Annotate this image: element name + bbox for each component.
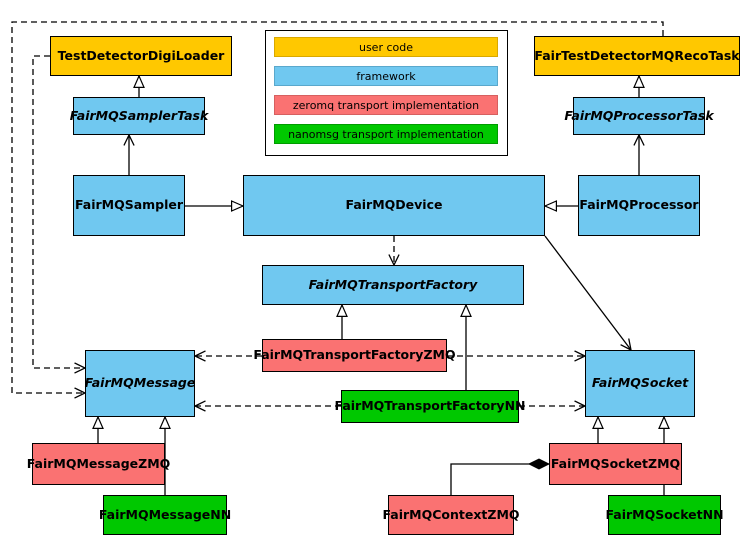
- class-node-label: FairMQSampler: [74, 197, 184, 213]
- class-node-label: FairMQMessageZMQ: [26, 455, 171, 471]
- legend-item-zmq: zeromq transport implementation: [274, 95, 498, 115]
- edge-recotask-message: [11, 21, 664, 393]
- class-node-label: FairMQTransportFactory: [308, 276, 478, 292]
- legend-label-framework: framework: [356, 69, 416, 83]
- legend-item-nn: nanomsg transport implementation: [274, 124, 498, 144]
- legend-item-framework: framework: [274, 66, 498, 86]
- class-node-FairMQMessageZMQ[interactable]: FairMQMessageZMQ: [27, 443, 170, 485]
- class-node-label: FairMQProcessorTask: [564, 107, 714, 123]
- legend-label-zmq: zeromq transport implementation: [292, 98, 480, 112]
- class-node-label: FairMQTransportFactoryNN: [334, 398, 526, 414]
- class-node-label: FairMQDevice: [345, 197, 443, 213]
- class-node-label: FairMQMessageNN: [98, 506, 232, 522]
- class-node-FairMQTransportFactoryZMQ[interactable]: FairMQTransportFactoryZMQ: [253, 339, 456, 372]
- class-node-FairMQSocketNN[interactable]: FairMQSocketNN: [605, 495, 724, 535]
- class-node-FairMQDevice[interactable]: FairMQDevice: [243, 175, 545, 236]
- class-node-FairTestDetectorMQRecoTask[interactable]: FairTestDetectorMQRecoTask: [534, 36, 740, 76]
- class-node-FairMQSocket[interactable]: FairMQSocket: [585, 350, 695, 417]
- class-node-FairMQSocketZMQ[interactable]: FairMQSocketZMQ: [549, 443, 682, 485]
- class-node-label: FairMQProcessor: [579, 197, 699, 213]
- class-node-label: FairTestDetectorMQRecoTask: [534, 47, 740, 63]
- class-node-TestDetectorDigiLoader[interactable]: TestDetectorDigiLoader: [50, 36, 232, 76]
- class-node-FairMQTransportFactoryNN[interactable]: FairMQTransportFactoryNN: [335, 390, 526, 423]
- class-node-FairMQSampler[interactable]: FairMQSampler: [73, 175, 185, 236]
- class-node-FairMQMessageNN[interactable]: FairMQMessageNN: [99, 495, 231, 535]
- class-node-label: FairMQSocket: [591, 375, 689, 391]
- class-node-label: FairMQSamplerTask: [69, 107, 209, 123]
- class-node-FairMQContextZMQ[interactable]: FairMQContextZMQ: [382, 495, 520, 535]
- class-node-label: FairMQMessage: [84, 375, 196, 391]
- class-node-label: TestDetectorDigiLoader: [57, 47, 225, 63]
- legend-item-usercode: user code: [274, 37, 498, 57]
- legend-label-usercode: user code: [358, 40, 414, 54]
- class-node-FairMQProcessor[interactable]: FairMQProcessor: [578, 175, 700, 236]
- class-node-label: FairMQContextZMQ: [382, 506, 520, 522]
- class-node-FairMQProcessorTask[interactable]: FairMQProcessorTask: [564, 97, 714, 135]
- class-node-FairMQTransportFactory[interactable]: FairMQTransportFactory: [262, 265, 524, 305]
- class-node-FairMQMessage[interactable]: FairMQMessage: [85, 350, 195, 417]
- class-node-label: FairMQSocketNN: [605, 506, 724, 522]
- edge-digiloader-message: [32, 55, 85, 368]
- class-node-FairMQSamplerTask[interactable]: FairMQSamplerTask: [70, 97, 208, 135]
- class-node-label: FairMQTransportFactoryZMQ: [253, 347, 456, 363]
- edge-contextzmq-socketzmq: [450, 464, 549, 495]
- class-node-label: FairMQSocketZMQ: [550, 455, 681, 471]
- legend-label-nn: nanomsg transport implementation: [288, 127, 484, 141]
- edge-device-socket: [544, 235, 631, 350]
